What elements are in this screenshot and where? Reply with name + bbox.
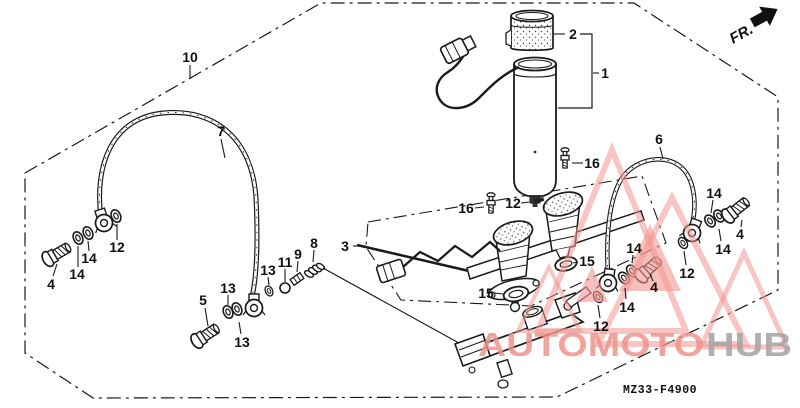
part-label-1: 1 [601, 65, 609, 81]
part-label-14: 14 [706, 185, 722, 201]
part-label-16: 16 [584, 155, 600, 171]
part-leader-4 [52, 263, 58, 277]
spring-8 [303, 262, 326, 278]
part-leader-6 [659, 146, 664, 160]
part-label-7: 7 [217, 123, 225, 139]
washer-13-c [262, 284, 276, 298]
watermark-text: AUTOMOTO HUB [478, 326, 792, 363]
bolt-5 [187, 319, 224, 352]
part-label-16: 16 [458, 200, 474, 216]
part-label-14: 14 [69, 266, 85, 282]
part-leader-15 [572, 261, 579, 264]
part-label-14: 14 [81, 250, 97, 266]
banjo-fitting-hose7-bottom [242, 293, 266, 318]
part-label-5: 5 [199, 292, 207, 308]
fr-arrow-icon [749, 6, 778, 28]
part-label-12: 12 [679, 265, 695, 281]
joint-9 [289, 271, 305, 287]
part-label-15: 15 [579, 253, 595, 269]
part-leader-5 [204, 307, 209, 327]
part-label-13: 13 [234, 334, 250, 350]
o-ring-11 [279, 282, 291, 294]
solenoid-wire-connector [375, 258, 407, 284]
bolt-16-lower [486, 192, 496, 214]
part-leader-4 [649, 273, 654, 282]
accumulator-canister-1 [513, 56, 557, 207]
bracket-part-1 [558, 33, 593, 109]
part-leader-14 [718, 228, 722, 242]
part-leader-7 [220, 138, 226, 159]
part-leader-9 [296, 260, 299, 273]
part-label-13: 13 [220, 280, 236, 296]
part-label-2: 2 [569, 26, 577, 42]
diagram-code: MZ33-F4900 [623, 384, 697, 397]
part-label-15: 15 [478, 285, 494, 301]
part-leader-4 [740, 219, 743, 228]
watermark-text-primary: AUTOMOTO [478, 326, 704, 363]
part-label-4: 4 [736, 226, 744, 242]
watermark-text-secondary: HUB [706, 326, 792, 363]
fr-label: FR. [727, 21, 756, 48]
pointer-line-spring-to-cylinder [322, 267, 478, 354]
part-label-12: 12 [593, 318, 609, 334]
brake-hose-6 [605, 156, 697, 275]
part-leader-14 [631, 254, 634, 264]
part-leader-14 [710, 199, 714, 214]
part-label-12: 12 [109, 239, 125, 255]
boundary-outline [24, 2, 779, 399]
canister-wire [435, 34, 520, 110]
part-label-4: 4 [650, 279, 658, 295]
watermark-logo [514, 142, 791, 350]
part-leader-14 [624, 287, 627, 300]
master-cylinder [453, 286, 592, 389]
fitting-12-top [534, 196, 545, 204]
part-leader-12 [683, 250, 687, 266]
part-leader-13 [238, 321, 242, 335]
part-label-10: 10 [182, 49, 198, 65]
part-leader-16 [474, 206, 485, 209]
part-leader-15 [493, 292, 504, 295]
part-label-6: 6 [655, 131, 663, 147]
part-label-9: 9 [294, 246, 302, 262]
part-leader-12 [597, 304, 601, 319]
brake-hose-7 [97, 109, 260, 298]
part-label-11: 11 [278, 254, 293, 270]
part-label-4: 4 [47, 276, 55, 292]
part-label-8: 8 [310, 235, 318, 251]
part-leader-12 [520, 201, 530, 204]
reservoir-cup-2 [505, 9, 554, 52]
part-label-3: 3 [341, 238, 349, 254]
part-label-13: 13 [260, 262, 276, 278]
bolt-16-upper [560, 147, 570, 169]
part-label-12: 12 [505, 195, 521, 211]
part-leader-13 [267, 276, 270, 286]
o-ring-15-lower [502, 285, 530, 303]
part-leader-8 [312, 249, 315, 263]
fr-direction-arrow: FR. [727, 6, 778, 48]
canister-wire-connector [439, 34, 477, 65]
part-label-14: 14 [715, 241, 731, 257]
part-label-14: 14 [626, 240, 642, 256]
part-leader-14 [87, 240, 90, 252]
part-label-14: 14 [619, 299, 635, 315]
